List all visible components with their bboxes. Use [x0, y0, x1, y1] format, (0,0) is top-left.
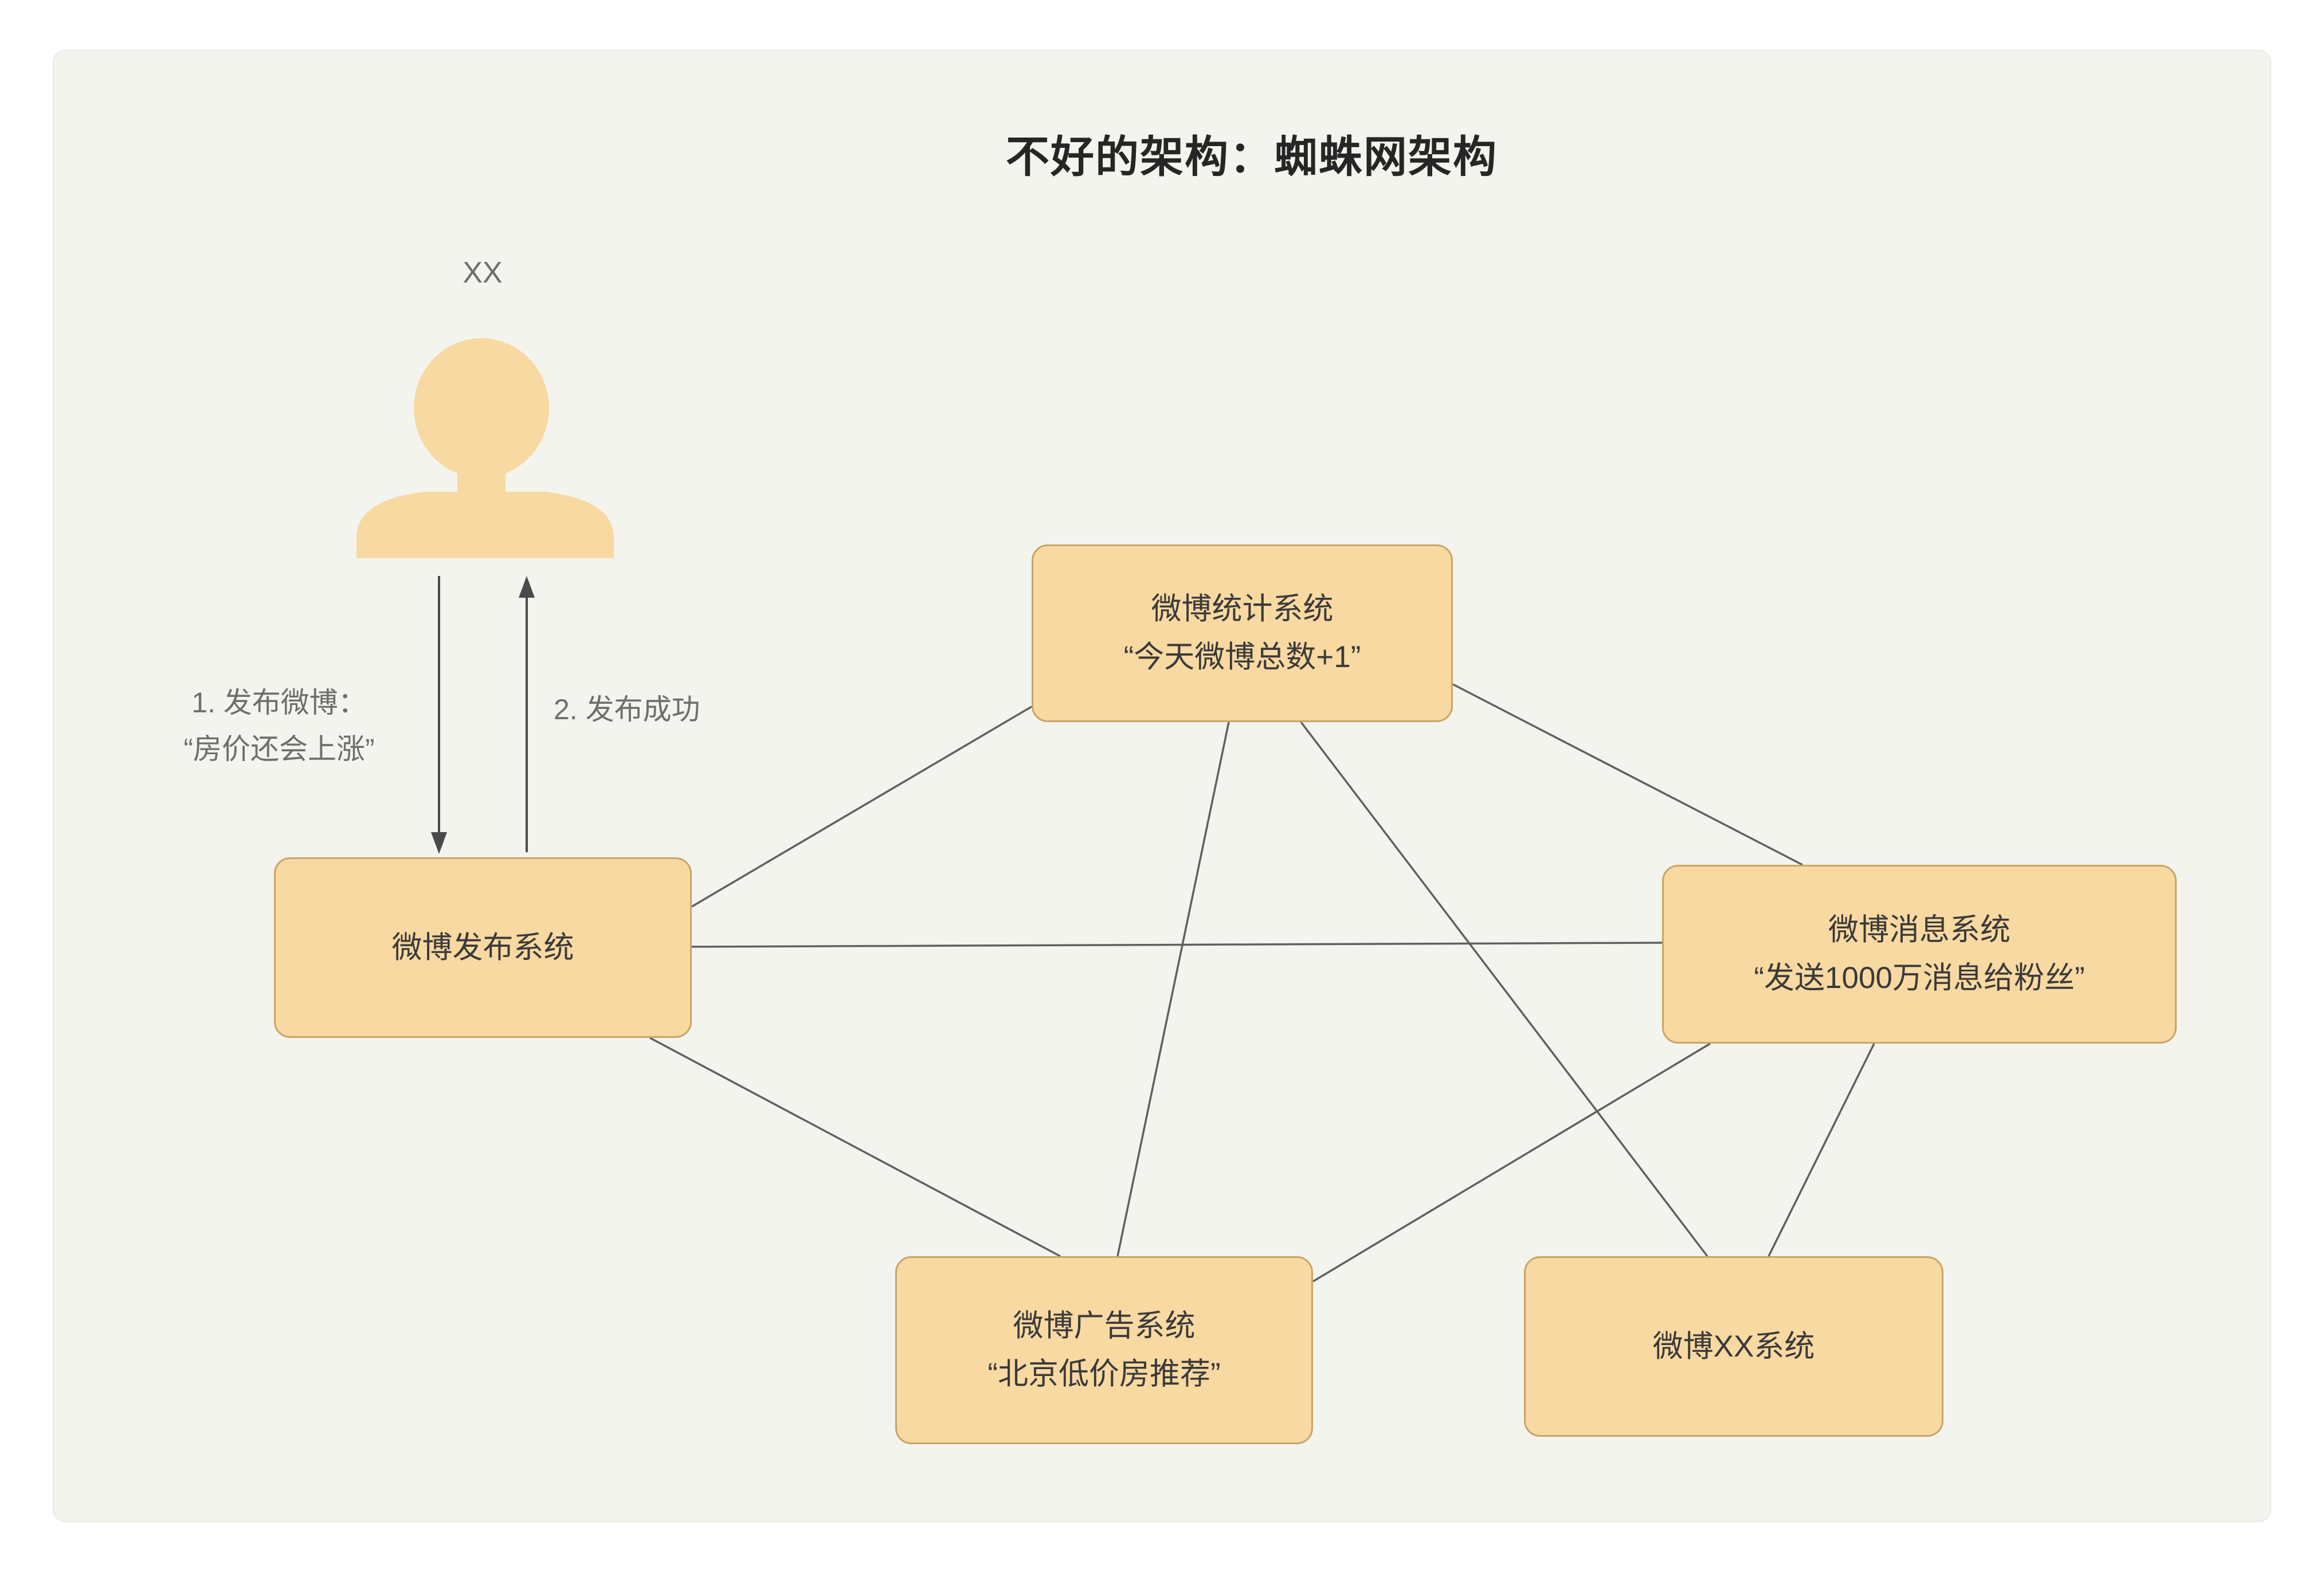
- node-stats-quote: “今天微博总数+1”: [1123, 640, 1361, 674]
- success-flow-label: 2. 发布成功: [554, 693, 700, 726]
- diagram-title: 不好的架构：蜘蛛网架构: [1006, 133, 1498, 182]
- node-xx-label: 微博XX系统: [1652, 1329, 1815, 1363]
- node-message-system: 微博消息系统 “发送1000万消息给粉丝”: [1662, 865, 2177, 1044]
- publish-step-text: 1. 发布微博：: [191, 687, 367, 719]
- node-xx-system: 微博XX系统: [1524, 1256, 1943, 1437]
- node-ad-system: 微博广告系统 “北京低价房推荐”: [895, 1256, 1313, 1444]
- node-message-quote: “发送1000万消息给粉丝”: [1754, 961, 2085, 995]
- publish-quote-text: “房价还会上涨”: [183, 733, 375, 765]
- user-label: XX: [463, 256, 503, 289]
- node-message-label: 微博消息系统: [1828, 913, 2011, 947]
- node-ad-quote: “北京低价房推荐”: [987, 1357, 1221, 1391]
- node-stats-system: 微博统计系统 “今天微博总数+1”: [1032, 544, 1453, 722]
- node-publish-label: 微博发布系统: [391, 930, 574, 965]
- node-stats-label: 微博统计系统: [1151, 592, 1334, 626]
- node-publish-system: 微博发布系统: [274, 857, 692, 1038]
- node-ad-label: 微博广告系统: [1013, 1309, 1196, 1343]
- publish-flow-label: 1. 发布微博： “房价还会上涨”: [127, 680, 431, 773]
